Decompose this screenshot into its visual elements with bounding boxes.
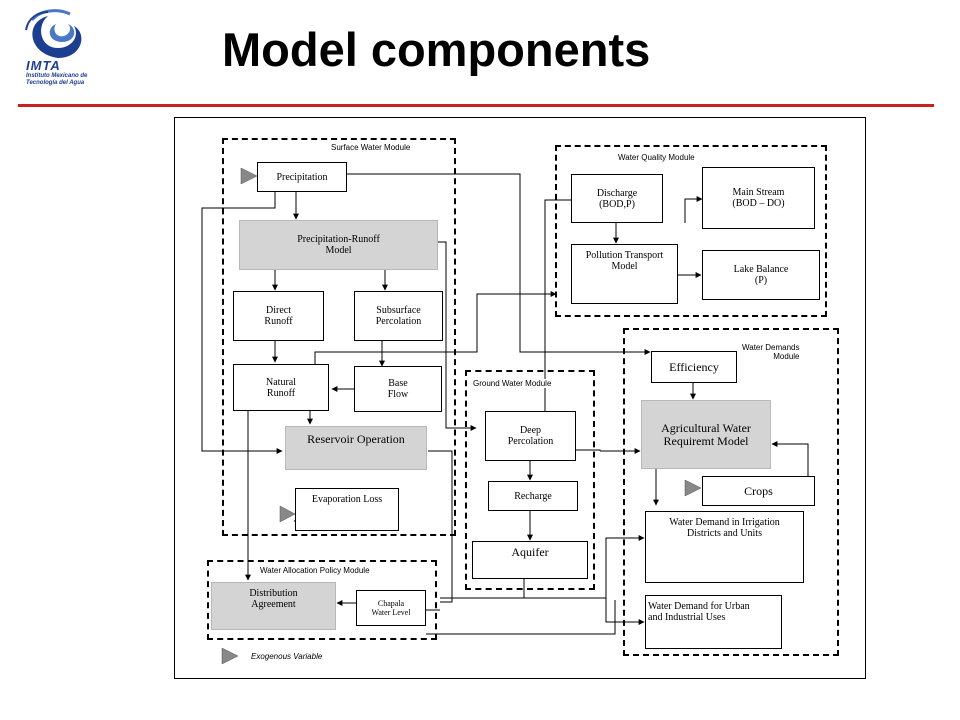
logo-name: IMTA xyxy=(26,58,61,73)
water-allocation-module xyxy=(207,560,437,640)
recharge-box: Recharge xyxy=(488,481,578,511)
precipitation-box: Precipitation xyxy=(257,162,347,192)
chapala-water-level-box: Chapala Water Level xyxy=(356,590,426,626)
exogenous-marker xyxy=(221,647,239,665)
water-swirl-icon xyxy=(25,9,82,58)
aquifer-box: Aquifer xyxy=(472,541,588,579)
surface-water-module xyxy=(222,138,456,536)
water-allocation-module-label: Water Allocation Policy Module xyxy=(260,566,370,575)
exogenous-marker xyxy=(684,479,702,497)
ground-water-module xyxy=(465,370,595,590)
water-demands-module-label: Water Demands Module xyxy=(742,343,800,361)
water-quality-module-label: Water Quality Module xyxy=(618,153,695,162)
water-quality-module xyxy=(555,145,827,317)
discharge-box: Discharge (BOD,P) xyxy=(571,174,663,223)
reservoir-operation-box: Reservoir Operation xyxy=(285,426,427,470)
exogenous-variable-legend: Exogenous Variable xyxy=(251,652,323,661)
water-demand-urban-box: Water Demand for Urban and Industrial Us… xyxy=(645,595,782,649)
evaporation-loss-box: Evaporation Loss xyxy=(295,488,399,531)
efficiency-box: Efficiency xyxy=(651,351,737,383)
water-demand-irrigation-box: Water Demand in Irrigation Districts and… xyxy=(645,511,804,583)
title-divider xyxy=(18,104,934,107)
agricultural-water-requirement-model-box: Agricultural Water Requiremt Model xyxy=(641,400,771,469)
lake-balance-box: Lake Balance (P) xyxy=(702,250,820,300)
main-stream-box: Main Stream (BOD – DO) xyxy=(702,167,815,229)
page-title: Model components xyxy=(222,23,651,76)
logo-subtitle: Instituto Mexicano de Tecnología del Agu… xyxy=(26,73,88,86)
pollution-transport-model-box: Pollution Transport Model xyxy=(571,244,678,304)
distribution-agreement-box: Distribution Agreement xyxy=(211,582,336,630)
diagram-frame xyxy=(174,117,866,679)
base-flow-box: Base Flow xyxy=(354,366,442,412)
surface-water-module-label: Surface Water Module xyxy=(331,143,411,152)
subsurface-percolation-box: Subsurface Percolation xyxy=(354,291,443,341)
water-demands-module xyxy=(623,328,839,656)
precipitation-runoff-model-box: Precipitation-Runoff Model xyxy=(239,220,438,270)
exogenous-marker xyxy=(240,167,258,185)
natural-runoff-box: Natural Runoff xyxy=(233,364,329,411)
ground-water-module-label: Ground Water Module xyxy=(473,379,552,388)
exogenous-marker xyxy=(279,505,296,523)
crops-box: Crops xyxy=(702,476,815,506)
deep-percolation-box: Deep Percolation xyxy=(485,411,576,461)
imta-logo xyxy=(18,8,100,104)
direct-runoff-box: Direct Runoff xyxy=(233,291,324,341)
